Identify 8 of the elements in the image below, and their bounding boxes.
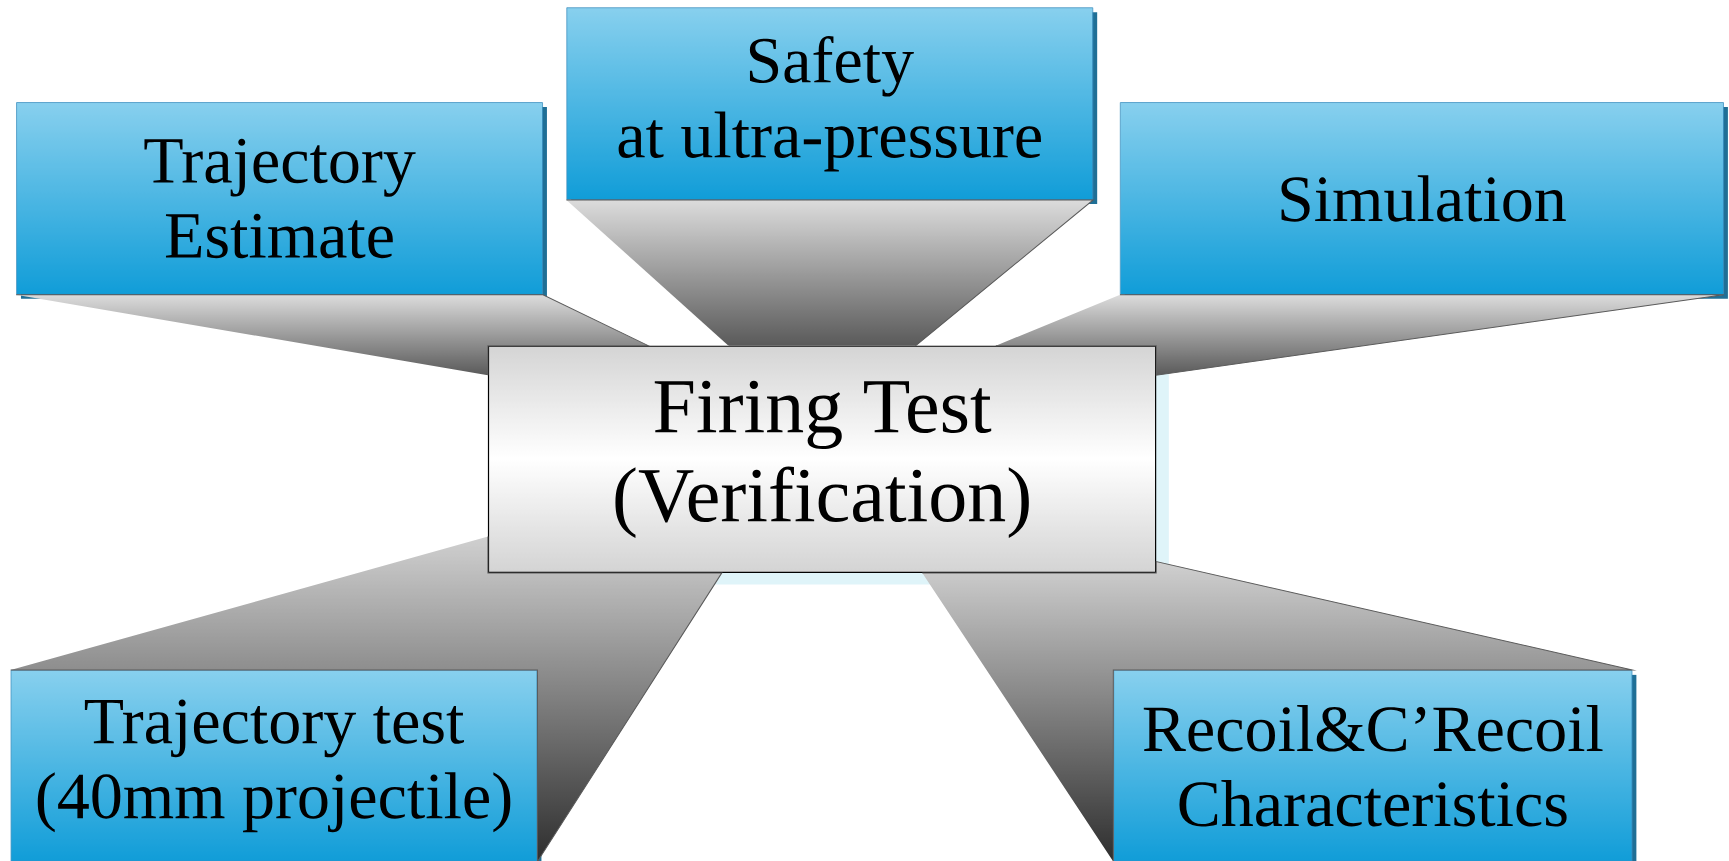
connector-beam — [565, 199, 1094, 347]
connector-beam — [995, 294, 1725, 376]
topic-box: Trajectory test (40mm projectile) — [10, 670, 542, 861]
topic-box: Simulation — [1119, 102, 1728, 299]
connector-beam — [15, 294, 649, 376]
topic-box: Safety at ultra-pressure — [566, 7, 1098, 204]
topic-box: Trajectory Estimate — [16, 102, 547, 299]
center-box: Firing Test (Verification) — [487, 345, 1169, 585]
